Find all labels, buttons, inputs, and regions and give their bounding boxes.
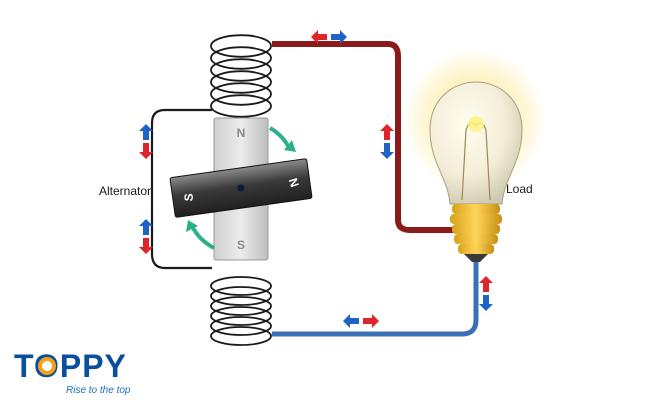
stator-top-pole: N xyxy=(237,126,246,140)
coil-loop xyxy=(210,82,272,106)
coil-loop xyxy=(210,70,272,94)
coil-loop xyxy=(210,46,272,70)
coil-loop xyxy=(210,296,272,316)
coil-loop xyxy=(210,276,272,296)
bulb-base xyxy=(450,204,502,262)
filament-glow xyxy=(468,116,484,132)
blue-up-arrow-icon xyxy=(139,124,153,140)
load-label: Load xyxy=(506,182,533,196)
brand-tagline: Rise to the top xyxy=(66,385,131,396)
red-left-arrow-icon xyxy=(311,30,327,44)
brand-name: TOPPY xyxy=(14,348,127,384)
coil-loop xyxy=(210,326,272,346)
rotation-arrow-bottom-icon xyxy=(190,225,215,250)
red-down-arrow-icon xyxy=(139,143,153,159)
coil-loop xyxy=(210,316,272,336)
alternator-label: Alternator xyxy=(99,184,151,198)
neutral-wire-loop xyxy=(150,108,212,270)
rotor-axle xyxy=(237,184,245,192)
return-wire xyxy=(272,258,479,337)
rotor-left-pole: S xyxy=(182,193,196,201)
top-coil xyxy=(210,34,272,118)
brand-sun-icon xyxy=(38,357,56,375)
hot-wire xyxy=(272,41,460,233)
coil-loop xyxy=(210,286,272,306)
brand-logo: TOPPY Rise to the top xyxy=(14,348,131,396)
current-direction-arrows xyxy=(139,30,493,328)
rotor-right-pole: N xyxy=(286,176,302,189)
rotation-arrowhead-top-icon xyxy=(284,140,296,152)
blue-left-arrow-icon xyxy=(343,314,359,328)
bulb-glass xyxy=(429,81,523,205)
blue-right-arrow-icon xyxy=(331,30,347,44)
coil-loop xyxy=(210,94,272,118)
red-up-arrow-icon xyxy=(479,276,493,292)
red-right-arrow-icon xyxy=(363,314,379,328)
coil-loop xyxy=(210,306,272,326)
blue-up-arrow-icon xyxy=(139,219,153,235)
rotation-arrowhead-bottom-icon xyxy=(186,220,198,232)
red-up-arrow-icon xyxy=(380,124,394,140)
blue-down-arrow-icon xyxy=(479,295,493,311)
bottom-coil xyxy=(210,276,272,346)
blue-down-arrow-icon xyxy=(380,143,394,159)
stator-bottom-pole: S xyxy=(237,238,245,252)
coil-loop xyxy=(210,34,272,58)
coil-loop xyxy=(210,58,272,82)
red-down-arrow-icon xyxy=(139,238,153,254)
